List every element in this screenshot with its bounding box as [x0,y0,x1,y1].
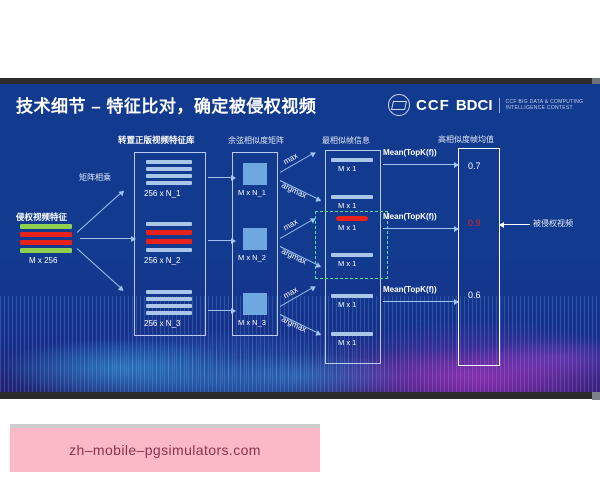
frame-scrollbar-nub-top[interactable] [592,78,600,87]
frame-bar-1 [331,158,373,162]
cosine-label-2: M x N_2 [238,253,266,262]
logo-ccf-text: CCF [416,96,450,114]
frame-label-5: M x 1 [338,300,357,309]
frame-bar-4 [331,253,373,257]
label-infringed-video: 被侵权视频 [533,219,573,228]
arrow-mean-3 [383,298,459,305]
arrow-infringed-video [499,221,530,228]
frame-bar-6 [331,332,373,336]
most-similar-frame-container [325,150,381,364]
cosine-square-2 [243,228,267,250]
db1-bar-1 [146,167,192,171]
db2-bar-2 [146,239,192,244]
db1-label: 256 x N_1 [144,189,181,198]
page-title: 技术细节 – 特征比对，确定被侵权视频 [16,97,317,116]
db1-bar-2 [146,174,192,178]
caption-cosine-matrix: 余弦相似度矩阵 [228,136,284,145]
cosine-label-3: M x N_3 [238,318,266,327]
frame-label-6: M x 1 [338,338,357,347]
logo-subtitle: CCF BIG DATA & COMPUTING INTELLIGENCE CO… [506,99,584,112]
score-value-2-highlight: 0.9 [468,218,481,228]
frame-label-1: M x 1 [338,164,357,173]
arrow-query-to-db-2 [80,235,136,242]
arrow-db2-to-cos2 [208,237,236,244]
db1-bar-3 [146,181,192,185]
logo-divider [498,97,500,113]
mean-op-3: Mean(TopK(f)) [383,285,437,294]
db2-label: 256 x N_2 [144,256,181,265]
arrow-mean-1 [383,161,459,168]
particle-wave-lines [0,324,600,384]
particle-wave-decoration [0,296,600,392]
query-feature-label: M x 256 [29,256,58,265]
frame-bar-bottom [0,392,600,399]
cosine-matrix-container [232,152,278,336]
db3-bar-0 [146,290,192,294]
db3-label: 256 x N_3 [144,319,181,328]
transposed-db-container [134,152,206,336]
frame-scrollbar-nub-bottom[interactable] [592,392,600,400]
db2-bar-1 [146,230,192,235]
ccf-emblem-icon [388,94,410,116]
frame-bar-3-highlight [336,216,368,221]
cosine-square-3 [243,293,267,315]
frame-bar-5 [331,294,373,298]
arrow-db3-to-cos3 [208,307,236,314]
db2-bar-0 [146,222,192,226]
frame-label-4: M x 1 [338,259,357,268]
score-value-1: 0.7 [468,161,481,171]
ccf-bdci-logo: CCF BDCI CCF BIG DATA & COMPUTING INTELL… [388,94,583,116]
query-bar-2 [20,240,72,245]
query-bar-0 [20,224,72,229]
banner-url-text: zh–mobile–pgsimulators.com [69,442,261,458]
caption-query-feature: 侵权视频特征 [16,212,68,222]
arrow-mean-2 [383,225,459,232]
db2-bar-3 [146,248,192,252]
query-bar-3 [20,248,72,253]
frame-bar-top [0,78,600,84]
logo-subtitle-line1: CCF BIG DATA & COMPUTING [505,98,584,105]
frame-bar-2 [331,195,373,199]
cosine-square-1 [243,163,267,185]
db1-bar-0 [146,160,192,164]
caption-high-sim-mean: 高相似度帧均值 [438,135,494,144]
score-value-3: 0.6 [468,290,481,300]
frame-label-2: M x 1 [338,201,357,210]
query-bar-1 [20,232,72,237]
frame-label-3: M x 1 [338,223,357,232]
db3-bar-2 [146,304,192,308]
highlight-dashed-box [315,211,388,279]
watermark-banner[interactable]: zh–mobile–pgsimulators.com [10,428,320,472]
db3-bar-3 [146,311,192,315]
logo-bdci-text: BDCI [455,96,493,114]
mean-op-2: Mean(TopK(f)) [383,212,437,221]
mean-op-1: Mean(TopK(f)) [383,148,437,157]
caption-most-similar-frame: 最相似帧信息 [322,136,370,145]
caption-transposed-db: 转置正版视频特征库 [118,135,195,145]
score-column-container [458,148,500,366]
cosine-label-1: M x N_1 [238,188,266,197]
arrow-db1-to-cos1 [208,174,236,181]
db3-bar-1 [146,297,192,301]
caption-matmul: 矩阵相乘 [79,173,111,182]
logo-subtitle-line2: INTELLIGENCE CONTEST [505,105,573,111]
